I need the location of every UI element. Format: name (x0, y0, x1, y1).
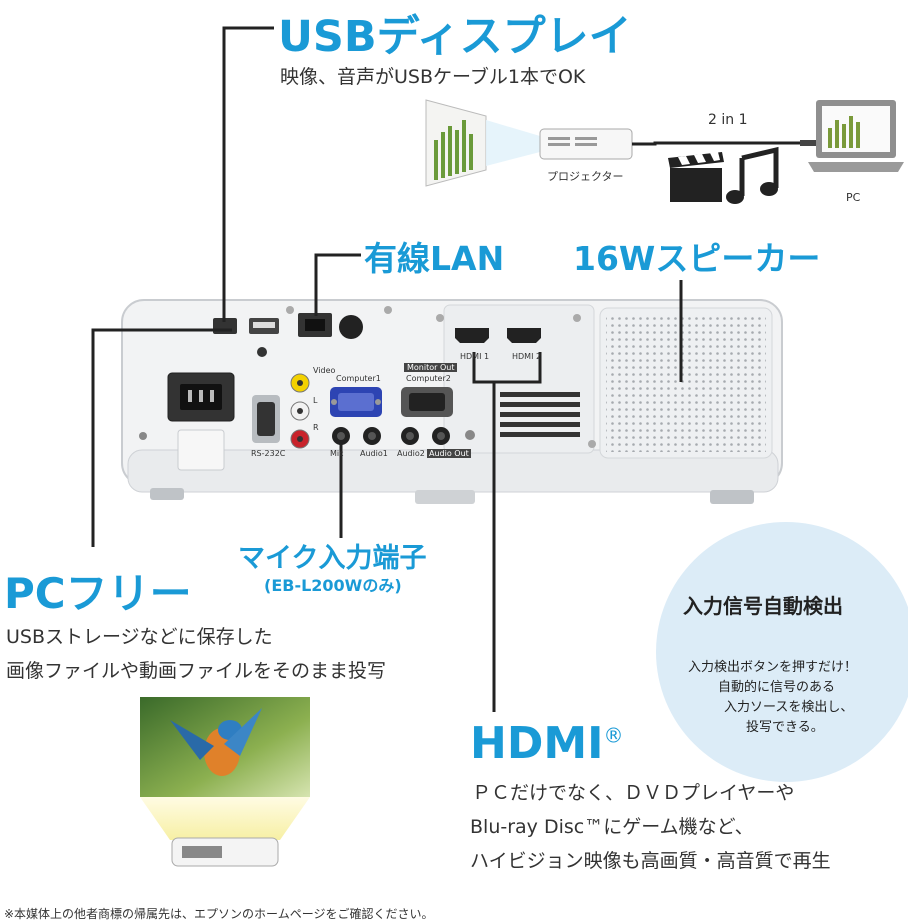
hdmi-line3: ハイビジョン映像も高画質・高音質で再生 (470, 850, 831, 872)
projected-bird-photo (140, 697, 310, 867)
usb-display-illustration (425, 99, 904, 204)
leader-lines (91, 26, 683, 712)
hdmi-title: HDMI® (470, 718, 624, 769)
laptop-icon (800, 100, 904, 172)
two-in-one-label: 2 in 1 (708, 112, 748, 128)
speaker-title: 16Wスピーカー (573, 239, 821, 278)
port-label-mic: Mic (330, 449, 344, 458)
hdmi-line1: ＰＣだけでなく、ＤＶＤプレイヤーや (472, 782, 795, 804)
pcfree-line1: USBストレージなどに保存した (6, 626, 273, 648)
projector-label: プロジェクター (547, 170, 624, 183)
auto-detect-line3: 入力ソースを検出し、 (724, 700, 854, 715)
port-label-video: Video (313, 366, 336, 375)
pcfree-title: PCフリー (4, 569, 192, 618)
port-label-audio-out: Audio Out (427, 449, 471, 458)
usb-display-title: USBディスプレイ (278, 12, 632, 62)
port-label-audio2: Audio2 (397, 449, 425, 458)
mic-note: (EB-L200Wのみ) (264, 576, 402, 595)
pc-label: PC (846, 191, 861, 204)
port-label-audio1: Audio1 (360, 449, 388, 458)
lan-title: 有線LAN (364, 239, 505, 278)
port-label-hdmi1: HDMI 1 (460, 352, 490, 361)
port-label-r: R (313, 423, 319, 432)
port-label-computer1: Computer1 (336, 374, 381, 383)
projector-rear-panel (121, 299, 783, 504)
auto-detect-line4: 投写できる。 (746, 720, 824, 735)
port-label-monitor-out: Monitor Out (404, 363, 458, 372)
hdmi-line2: Blu-ray Disc™にゲーム機など、 (470, 816, 754, 838)
port-label-computer2: Computer2 (406, 374, 451, 383)
port-label-l: L (313, 396, 318, 405)
auto-detect-line1: 入力検出ボタンを押すだけ！ (688, 660, 858, 675)
mic-title: マイク入力端子 (238, 543, 427, 574)
hdmi-reg-mark: ® (603, 723, 624, 748)
hdmi-title-text: HDMI (470, 718, 604, 769)
usb-display-desc: 映像、音声がUSBケーブル1本でOK (280, 66, 586, 88)
clapperboard-icon (668, 152, 724, 202)
music-note-icon (726, 146, 779, 204)
trademark-footnote: ※本媒体上の他者商標の帰属先は、エプソンのホームページをご確認ください。 (4, 907, 434, 921)
auto-detect-line2: 自動的に信号のある (718, 680, 836, 695)
auto-detect-bubble (656, 522, 908, 782)
auto-detect-title: 入力信号自動検出 (683, 594, 843, 618)
port-label-rs232c: RS-232C (251, 449, 286, 458)
pcfree-line2: 画像ファイルや動画ファイルをそのまま投写 (6, 660, 387, 682)
port-label-hdmi2: HDMI 2 (512, 352, 542, 361)
